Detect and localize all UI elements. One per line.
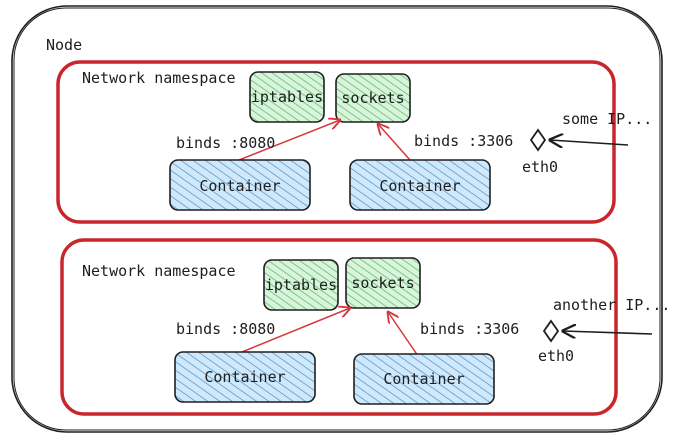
node-box xyxy=(11,5,663,433)
incoming-label-2: another IP... xyxy=(553,296,670,314)
incoming-arrow-2 xyxy=(563,331,653,334)
container-left-label-2: Container xyxy=(204,368,285,386)
container-left-label-1: Container xyxy=(199,177,280,195)
network-namespace-2 xyxy=(60,238,618,416)
iptables-label-1: iptables xyxy=(251,88,323,106)
node-label: Node xyxy=(46,36,82,54)
iptables-box-2 xyxy=(263,259,339,311)
container-right-box-2 xyxy=(353,353,495,405)
interface-label-2: eth0 xyxy=(538,347,574,365)
bind-arrow-left-1 xyxy=(233,120,340,163)
bind-arrow-left-2 xyxy=(241,308,350,353)
sockets-box-2 xyxy=(345,257,421,309)
network-namespace-1 xyxy=(56,60,616,224)
incoming-arrow-1 xyxy=(550,140,629,145)
container-left-box-2 xyxy=(174,351,316,403)
bind-left-label-2: binds :8080 xyxy=(176,320,275,338)
container-right-box-1 xyxy=(349,159,491,211)
namespace-1-label: Network namespace xyxy=(82,69,236,87)
sockets-label-2: sockets xyxy=(351,274,414,292)
bind-right-label-1: binds :3306 xyxy=(414,132,513,150)
incoming-label-1: some IP... xyxy=(562,110,652,128)
interface-diamond-2 xyxy=(542,319,560,343)
iptables-box-1 xyxy=(249,71,325,123)
interface-label-1: eth0 xyxy=(522,158,558,176)
sockets-label-1: sockets xyxy=(341,89,404,107)
interface-diamond-1 xyxy=(529,128,547,152)
bind-arrow-right-2 xyxy=(388,312,419,357)
bind-left-label-1: binds :8080 xyxy=(176,134,275,152)
bind-arrow-right-1 xyxy=(378,124,411,161)
container-right-label-2: Container xyxy=(383,370,464,388)
namespace-2-label: Network namespace xyxy=(82,262,236,280)
container-left-box-1 xyxy=(169,159,311,211)
container-right-label-1: Container xyxy=(379,177,460,195)
iptables-label-2: iptables xyxy=(265,276,337,294)
sockets-box-1 xyxy=(335,73,411,123)
bind-right-label-2: binds :3306 xyxy=(420,320,519,338)
